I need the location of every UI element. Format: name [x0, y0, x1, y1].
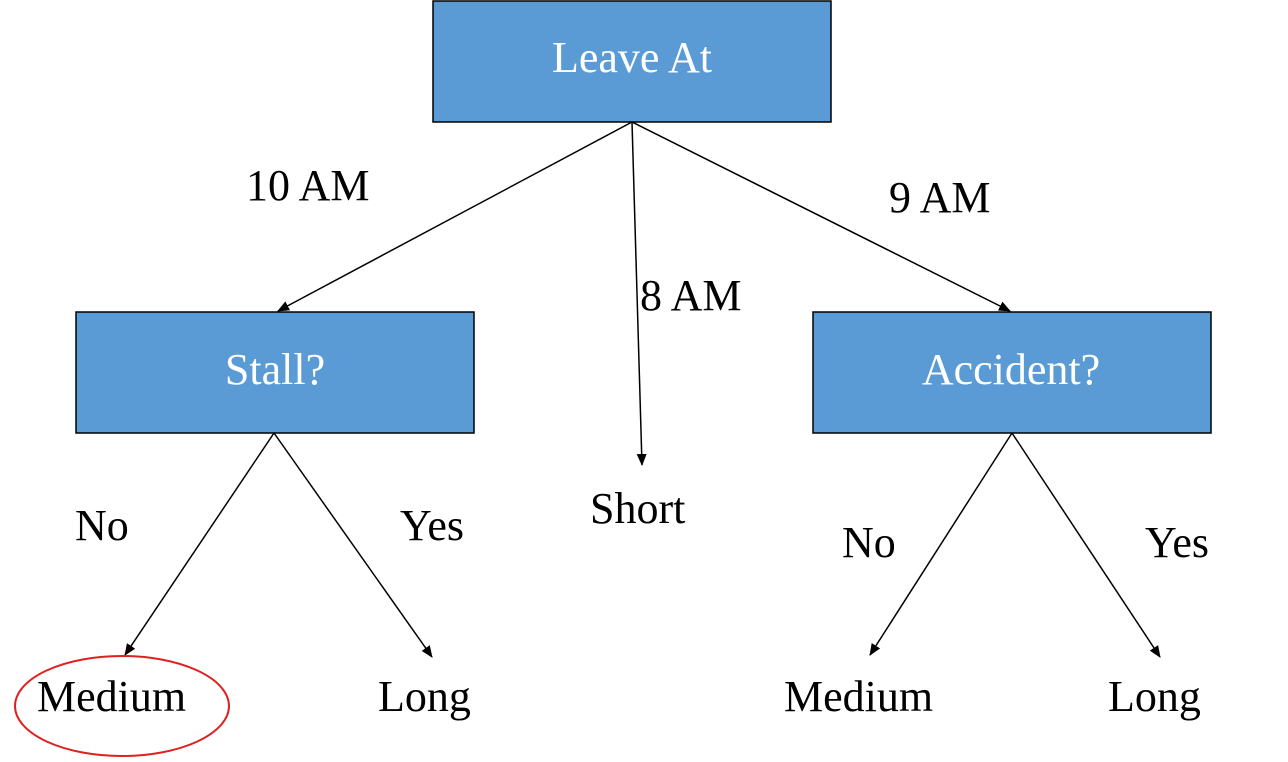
- root-node: Leave At: [432, 0, 832, 123]
- edge-stall-to-medium: [124, 432, 275, 656]
- stall-node: Stall?: [75, 311, 475, 434]
- edge-stall-to-long: [273, 432, 433, 658]
- edge-root-to-stall: [277, 121, 633, 312]
- leaf-stall-medium: Medium: [37, 672, 186, 721]
- stall-node-label: Stall?: [225, 345, 325, 394]
- edge-label-accident-no: No: [842, 518, 896, 567]
- edge-label-9am: 9 AM: [889, 173, 990, 222]
- leaf-short: Short: [590, 484, 685, 533]
- leaf-accident-medium: Medium: [784, 672, 933, 721]
- highlight-ring: [14, 655, 230, 757]
- edge-root-to-accident: [631, 121, 1011, 312]
- root-node-label: Leave At: [552, 33, 712, 82]
- edge-label-stall-no: No: [75, 501, 129, 550]
- edge-label-8am: 8 AM: [640, 271, 741, 320]
- edge-label-10am: 10 AM: [246, 161, 369, 210]
- edge-root-to-short: [631, 121, 647, 466]
- edge-label-stall-yes: Yes: [400, 501, 464, 550]
- edge-accident-to-long: [1011, 432, 1161, 658]
- accident-node: Accident?: [812, 311, 1212, 434]
- leaf-accident-long: Long: [1108, 672, 1201, 721]
- edge-label-accident-yes: Yes: [1145, 518, 1209, 567]
- accident-node-label: Accident?: [922, 345, 1100, 394]
- edge-accident-to-medium: [869, 432, 1013, 656]
- leaf-stall-long: Long: [378, 672, 471, 721]
